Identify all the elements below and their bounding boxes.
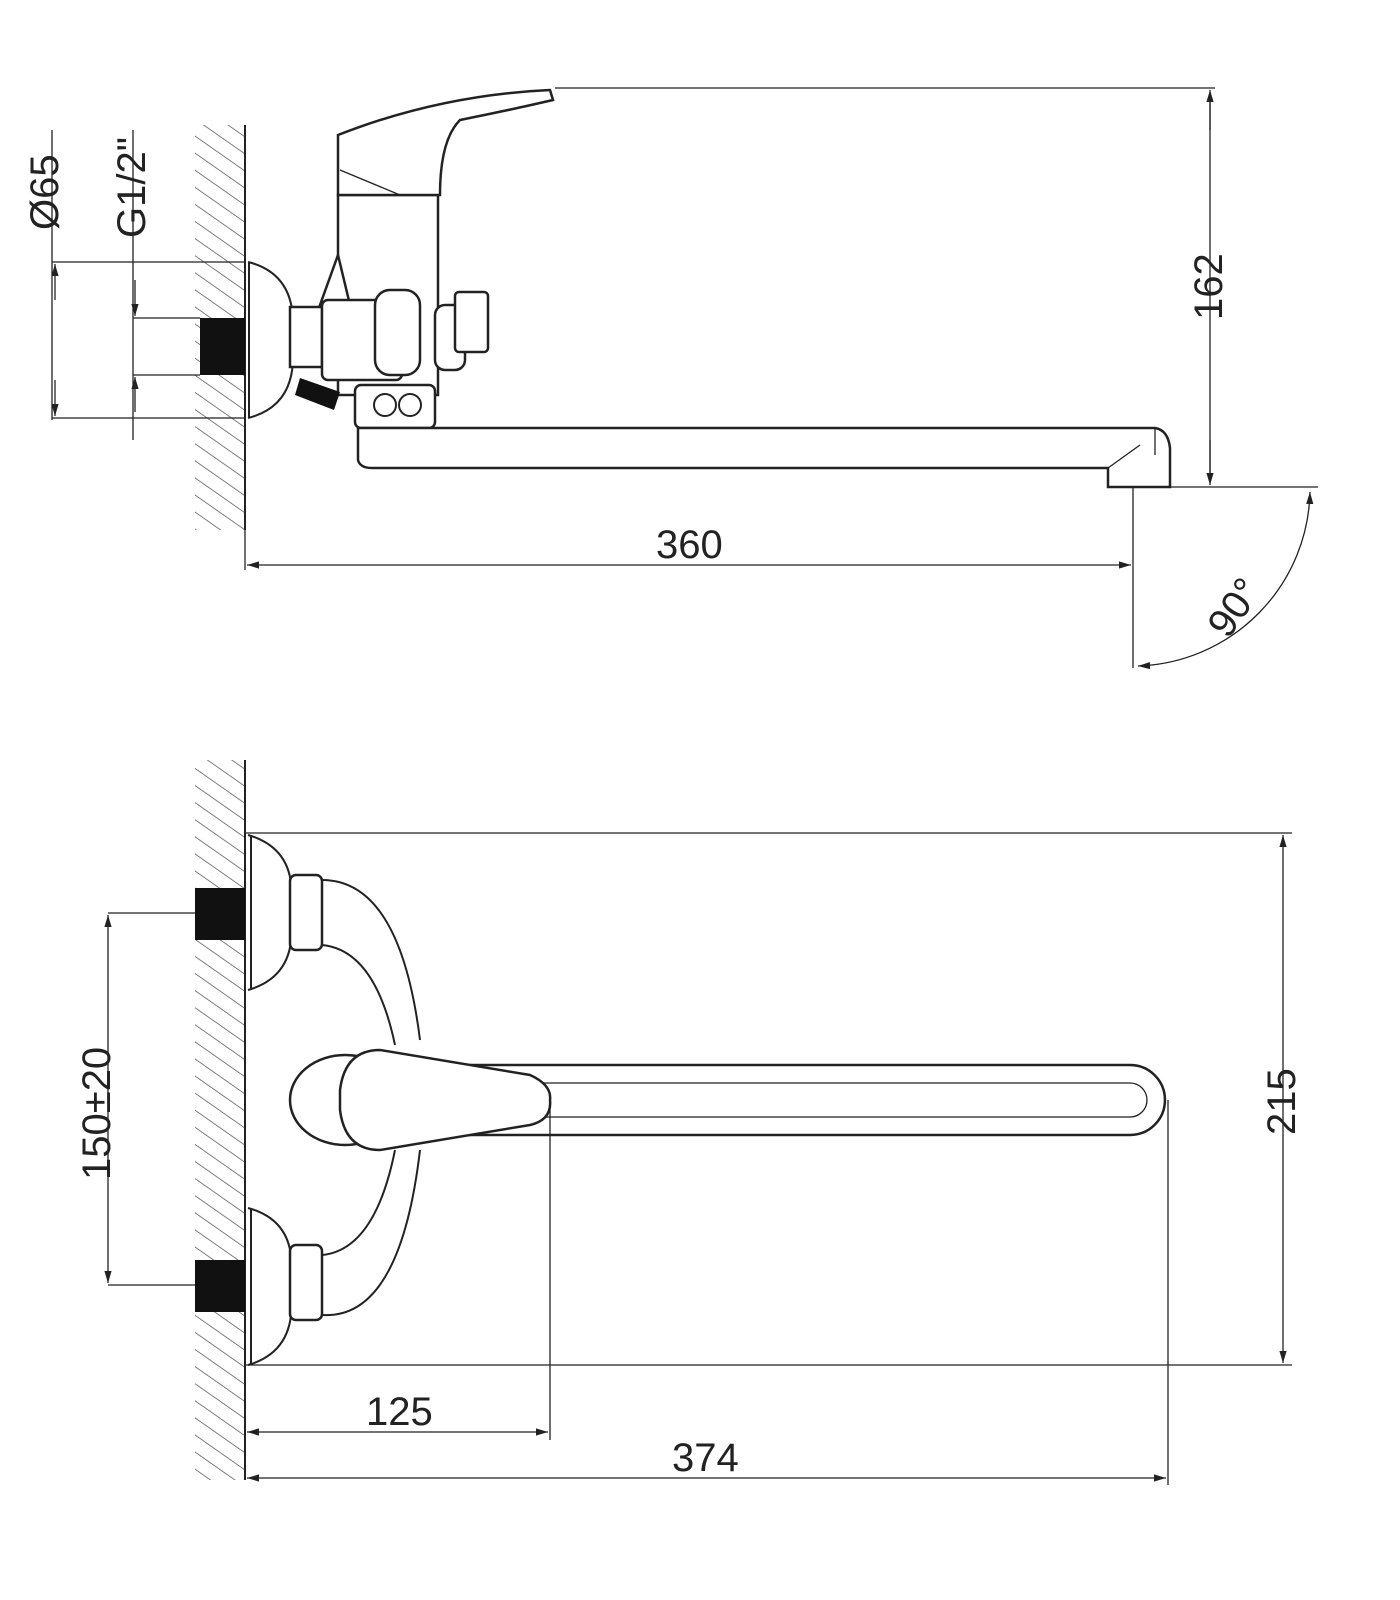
- total-length-label: 374: [672, 1436, 739, 1480]
- thread-label: G1/2": [110, 137, 154, 238]
- swivel-angle-label: 90°: [1199, 570, 1270, 645]
- handle-offset-label: 125: [366, 1390, 433, 1434]
- inlet-pipe-top: [195, 888, 245, 940]
- reach-label: 360: [656, 523, 723, 567]
- side-view: Ø65 G1/2" 162: [23, 87, 1318, 670]
- inlet-spacing-label: 150±20: [75, 1047, 119, 1180]
- diverter-knob: [295, 378, 340, 410]
- wall-hatch: [195, 760, 245, 1480]
- width-label: 215: [1260, 1068, 1304, 1135]
- inlet-pipe-bottom: [195, 1260, 245, 1312]
- top-view: 215 150±20 125 374: [75, 760, 1304, 1485]
- height-label: 162: [1187, 253, 1231, 320]
- escutcheon-diameter-label: Ø65: [23, 154, 67, 230]
- inlet-pipe: [200, 318, 245, 375]
